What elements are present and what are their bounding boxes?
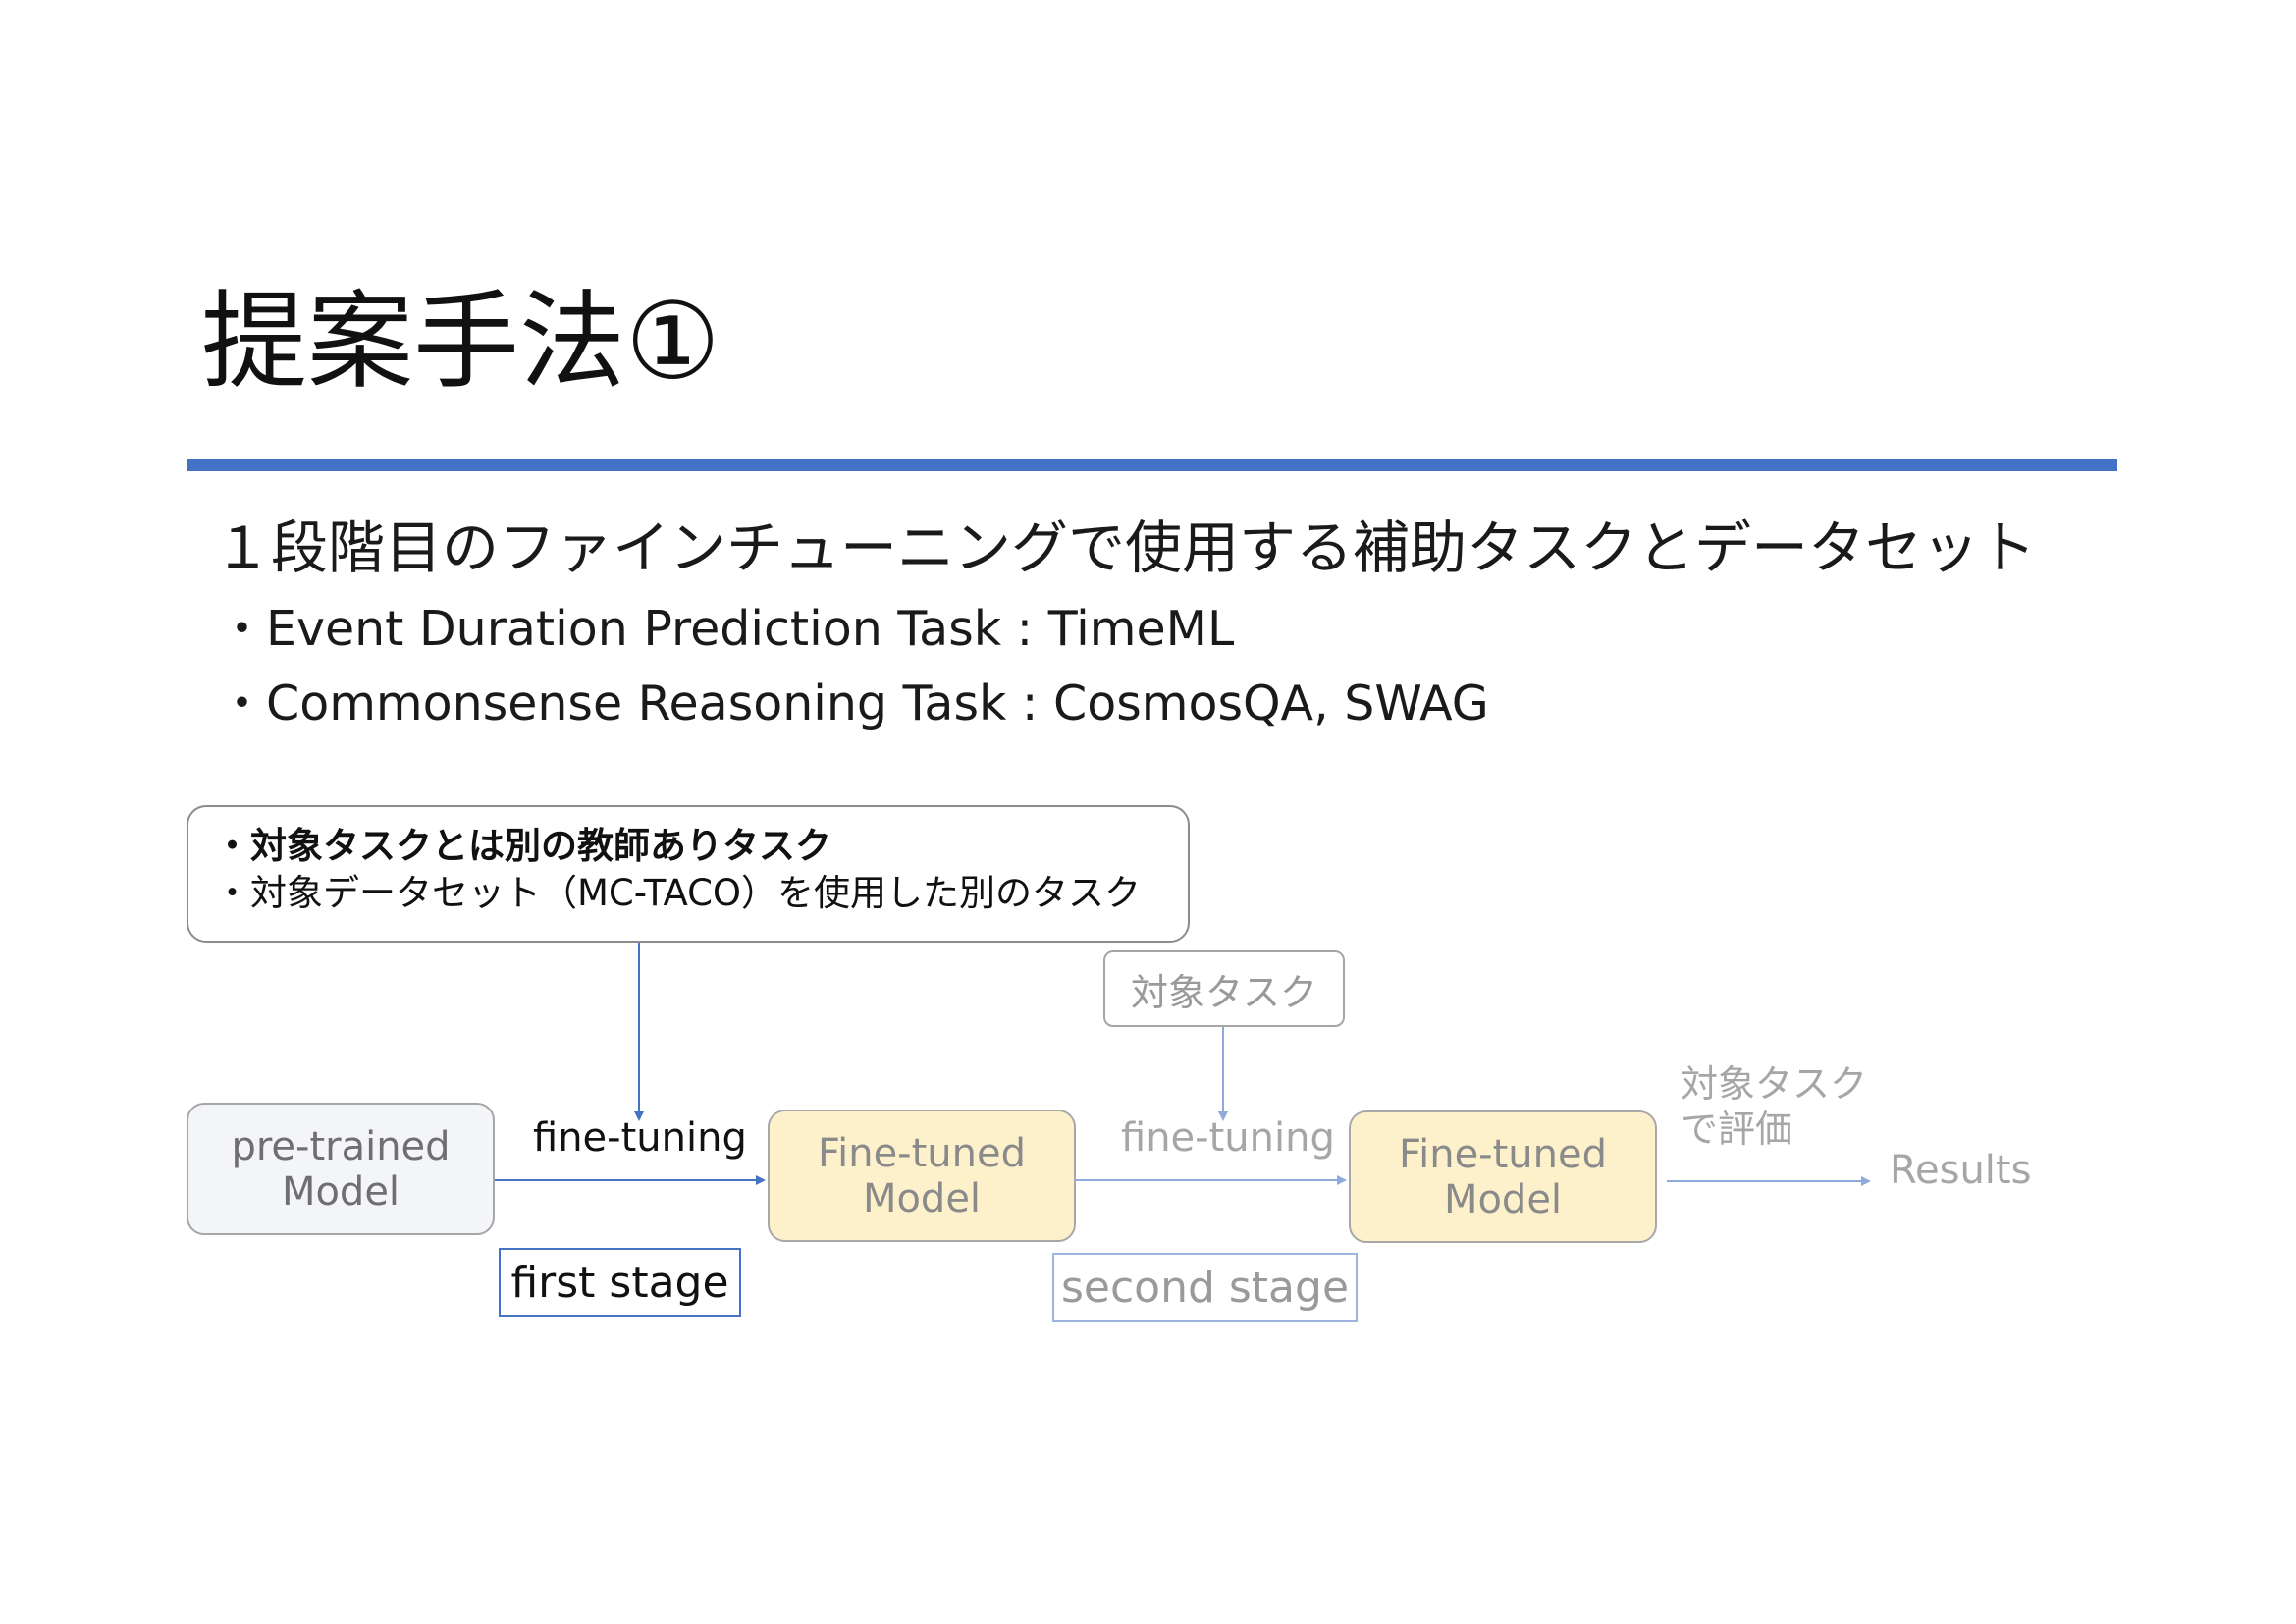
finetuned-model-1-label-1: Fine-tuned — [818, 1130, 1026, 1176]
auxiliary-task-note-box: ・対象タスクとは別の教師ありタスク ・対象データセット（MC-TACO）を使用し… — [187, 805, 1190, 943]
note-line-supervised-task: ・対象タスクとは別の教師ありタスク — [214, 825, 831, 867]
pretrained-model-label-2: Model — [281, 1168, 400, 1215]
pretrained-model-label-1: pre-trained — [231, 1123, 451, 1169]
title-divider — [187, 459, 2117, 471]
bullet-event-duration: ・Event Duration Prediction Task : TimeML — [218, 601, 1235, 657]
finetuned-model-1-label-2: Model — [862, 1175, 982, 1221]
section-heading: １段階目のファインチューニングで使用する補助タスクとデータセット — [214, 514, 2037, 581]
bullet-commonsense-reasoning: ・Commonsense Reasoning Task : CosmosQA, … — [218, 676, 1489, 731]
fine-tuning-label-second: fine-tuning — [1121, 1115, 1335, 1161]
finetuned-model-box-2: Fine-tuned Model — [1349, 1110, 1657, 1243]
results-label: Results — [1890, 1148, 2032, 1193]
first-stage-box: first stage — [499, 1248, 741, 1317]
pretrained-model-box: pre-trained Model — [187, 1103, 495, 1235]
slide-title: 提案手法① — [201, 281, 721, 404]
target-task-box: 対象タスク — [1103, 950, 1345, 1027]
evaluate-label-line-1: 対象タスク — [1681, 1062, 1868, 1106]
note-line-target-dataset-task: ・対象データセット（MC-TACO）を使用した別のタスク — [214, 872, 1142, 914]
fine-tuning-label-first: fine-tuning — [533, 1115, 747, 1161]
finetuned-model-2-label-1: Fine-tuned — [1399, 1131, 1607, 1177]
evaluate-on-target-label: 対象タスク で評価 — [1681, 1062, 1896, 1152]
finetuned-model-box-1: Fine-tuned Model — [768, 1110, 1076, 1242]
second-stage-box: second stage — [1052, 1253, 1358, 1322]
finetuned-model-2-label-2: Model — [1443, 1176, 1563, 1222]
evaluate-label-line-2: で評価 — [1681, 1107, 1793, 1151]
